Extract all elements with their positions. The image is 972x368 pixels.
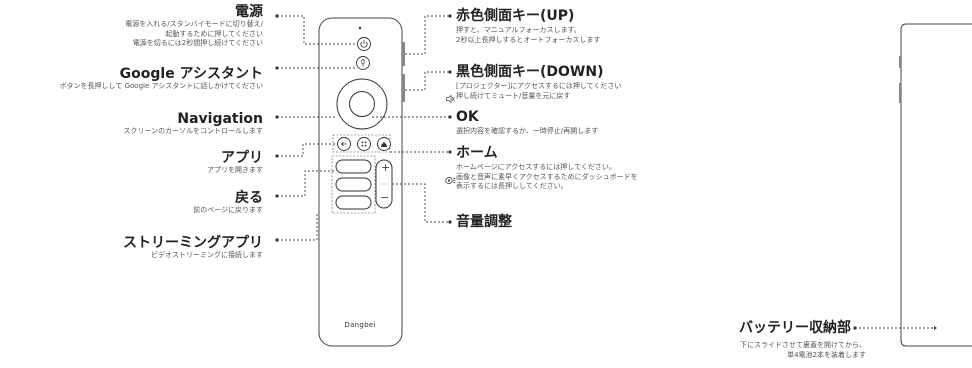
battery-desc-block: 下にスライドさせて裏蓋を開けてから、 単4電池2本を装着します bbox=[740, 341, 866, 360]
volume-title: 音量調整 bbox=[456, 214, 512, 230]
streaming-app-key-1[interactable] bbox=[335, 159, 372, 174]
home-desc-1: ホームページにアクセスするには押してください。 bbox=[456, 163, 616, 171]
apps-button[interactable] bbox=[357, 137, 371, 151]
volume-down-label: − bbox=[380, 191, 390, 204]
apps-callout: アプリ アプリを開きます bbox=[207, 150, 263, 176]
power-desc-3: 電源を切るには2秒間押し続けてください bbox=[132, 39, 263, 47]
streaming-app-key-2[interactable] bbox=[335, 177, 372, 192]
ok-title: OK bbox=[456, 109, 479, 125]
navigation-title: Navigation bbox=[177, 111, 263, 127]
left-connectors bbox=[275, 14, 357, 242]
battery-desc-2: 単4電池2本を装着します bbox=[787, 350, 866, 359]
streaming-desc: ビデオストリーミングに接続します bbox=[151, 251, 263, 259]
black-key-title: 黒色側面キー(DOWN) bbox=[456, 64, 604, 80]
volume-up-label: + bbox=[381, 161, 391, 174]
red-key-title: 赤色側面キー(UP) bbox=[456, 8, 575, 24]
apps-desc: アプリを開きます bbox=[207, 166, 263, 174]
power-callout: 電源 電源を入れる/スタンバイモードに切り替え/ 起動するために押してください … bbox=[125, 4, 263, 49]
back-desc: 前のページに戻ります bbox=[193, 206, 263, 214]
red-side-key[interactable] bbox=[402, 42, 405, 66]
red-key-callout: 赤色側面キー(UP) 押すと、マニュアルフォーカスします。 2秒以上長押しすると… bbox=[456, 8, 600, 45]
ok-desc: 選択内容を確認するか、一時停止/再開します bbox=[456, 127, 599, 135]
navigation-callout: Navigation スクリーンのカーソルをコントロールします bbox=[123, 111, 263, 137]
home-icon bbox=[381, 142, 387, 147]
red-key-desc-2: 2秒以上長押しするとオートフォーカスします bbox=[456, 35, 601, 44]
remote-front: Dangbei bbox=[318, 17, 405, 347]
back-title: 戻る bbox=[235, 190, 263, 206]
home-desc-3: 表示するには長押ししてください。 bbox=[456, 182, 568, 190]
streaming-app-key-3[interactable] bbox=[335, 195, 372, 210]
home-title: ホーム bbox=[456, 145, 498, 161]
indicator-led bbox=[358, 26, 362, 30]
back-callout: 戻る 前のページに戻ります bbox=[193, 190, 263, 216]
ok-callout: OK 選択内容を確認するか、一時停止/再開します bbox=[456, 109, 598, 137]
mute-icon bbox=[446, 95, 455, 103]
black-key-callout: 黒色側面キー(DOWN) [プロジェクター]にアクセスするには押してください 押… bbox=[456, 64, 621, 101]
black-key-desc-1: [プロジェクター]にアクセスするには押してください bbox=[456, 82, 622, 90]
volume-callout: 音量調整 bbox=[456, 214, 512, 230]
back-arrow-icon bbox=[340, 141, 347, 147]
power-desc-2: 起動するために押してください bbox=[165, 29, 263, 38]
battery-callout: バッテリー収納部 bbox=[739, 320, 851, 336]
home-callout: ホーム ホームページにアクセスするには押してください。 画像と音声に素早くアクセ… bbox=[456, 145, 638, 192]
assistant-button[interactable] bbox=[356, 56, 370, 70]
assistant-callout: Google アシスタント ボタンを長押しして Google アシスタントに話し… bbox=[60, 66, 263, 92]
apps-title: アプリ bbox=[221, 150, 263, 166]
apps-grid-icon bbox=[361, 141, 367, 147]
black-key-desc-2: 押し続けてミュート/音量を元に戻す bbox=[456, 91, 571, 100]
streaming-callout: ストリーミングアプリ ビデオストリーミングに接続します bbox=[123, 235, 263, 261]
battery-desc-1: 下にスライドさせて裏蓋を開けてから、 bbox=[740, 341, 866, 349]
red-key-desc-1: 押すと、マニュアルフォーカスします。 bbox=[456, 26, 581, 34]
assistant-desc: ボタンを長押しして Google アシスタントに話しかけてください bbox=[59, 82, 263, 90]
power-desc-1: 電源を入れる/スタンバイモードに切り替え/ bbox=[125, 20, 263, 28]
brand-logo: Dangbei bbox=[344, 321, 375, 329]
navigation-desc: スクリーンのカーソルをコントロールします bbox=[123, 127, 263, 135]
power-icon bbox=[360, 40, 368, 48]
black-side-key[interactable] bbox=[402, 74, 405, 102]
mic-icon bbox=[361, 59, 365, 67]
home-desc-2: 画像と音声に素早くアクセスするためにダッシュボードを bbox=[456, 172, 638, 181]
power-title: 電源 bbox=[235, 4, 263, 20]
right-connectors bbox=[372, 14, 937, 330]
ok-button[interactable] bbox=[349, 91, 375, 117]
streaming-title: ストリーミングアプリ bbox=[123, 235, 263, 251]
battery-title: バッテリー収納部 bbox=[739, 320, 851, 336]
gear-menu-icon bbox=[445, 176, 456, 185]
remote-back bbox=[899, 23, 972, 347]
assistant-title: Google アシスタント bbox=[119, 66, 263, 82]
